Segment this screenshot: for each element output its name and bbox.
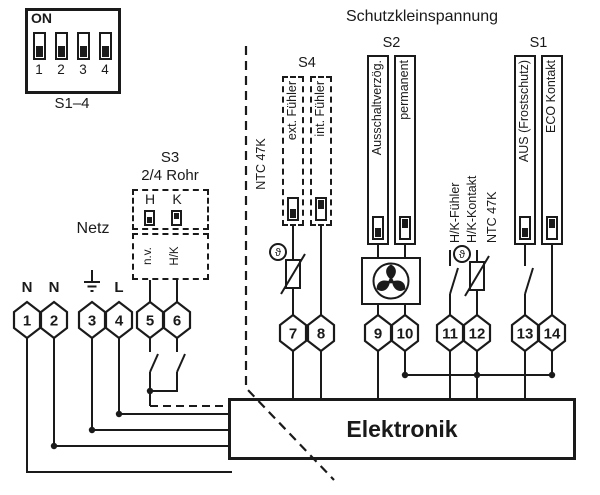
s3-k-label: K [172, 191, 182, 207]
junction-dots [50, 371, 556, 450]
dip-number-2: 2 [57, 62, 65, 77]
terminal-number: 3 [88, 313, 96, 330]
s3-label: S3 [160, 149, 180, 166]
s2-label: S2 [382, 35, 401, 51]
s1-label: S1 [529, 35, 548, 51]
s1-eco-switch-icon [546, 216, 558, 240]
terminal-13: 13 [510, 313, 540, 353]
s4-option-ext-label: ext. Fühler [285, 81, 299, 141]
terminal-number: 6 [173, 313, 181, 330]
terminal-11: 11 [435, 313, 465, 353]
s3-h-switch-icon [144, 210, 155, 226]
terminal-number: 9 [374, 326, 382, 343]
theta-symbol: ϑ [275, 247, 281, 259]
s1-aus-switch-icon [519, 216, 531, 240]
s4-option-int-label: int. Fühler [313, 81, 327, 137]
mains-wires [26, 338, 232, 473]
ntc-47k-label: NTC 47K [485, 191, 499, 243]
terminal-14: 14 [537, 313, 567, 353]
theta-symbol: ϑ [459, 249, 465, 261]
terminal-number: 8 [317, 326, 325, 343]
terminal-8: 8 [306, 313, 336, 353]
s1-option-eco-label: ECO Kontakt [544, 60, 558, 133]
dip-switch-2 [55, 32, 68, 60]
hk-fuehler-label: H/K-Fühler [448, 182, 462, 243]
terminal-5: 5 [135, 300, 165, 340]
dip-on-label: ON [31, 10, 52, 26]
dip-switch-3 [77, 32, 90, 60]
s3-nv-label: n.v. [142, 247, 154, 265]
s3-hk-label: H/K [169, 246, 181, 266]
s3-h-label: H [144, 191, 156, 207]
elektronik-label: Elektronik [346, 415, 458, 442]
s3-k-switch-icon [171, 210, 182, 226]
dip-number-1: 1 [35, 62, 43, 77]
terminal-10: 10 [390, 313, 420, 353]
s4-int-switch-icon [315, 197, 327, 221]
elektronik-box: Elektronik [228, 398, 576, 460]
terminal-7: 7 [278, 313, 308, 353]
terminal-number: 11 [442, 326, 458, 343]
ntc-sensor-t7-icon: ϑ [269, 243, 306, 295]
schutzkleinspannung-heading: Schutzkleinspannung [345, 8, 499, 25]
s2-option-delay-label: Ausschaltverzög. [370, 60, 384, 156]
terminal-number: 12 [469, 326, 486, 343]
terminal-1: 1 [12, 300, 42, 340]
low-voltage-wires [292, 226, 553, 398]
terminal-number: 4 [115, 313, 124, 330]
s3-option-box-nv-hk [132, 233, 209, 280]
s1-option-box-aus [514, 55, 536, 245]
s2-option-box-delay [367, 55, 389, 245]
terminal-number: 7 [289, 326, 297, 343]
mains-label-n2: N [49, 279, 60, 296]
netz-label: Netz [76, 220, 110, 237]
s4-ntc-side-label: NTC 47K [254, 138, 268, 190]
fan-icon [361, 257, 421, 305]
s4-label: S4 [298, 55, 316, 71]
terminal-3: 3 [77, 300, 107, 340]
s1-option-box-eco [541, 55, 563, 245]
terminal-number: 5 [146, 313, 154, 330]
valve-switch-wires [149, 280, 228, 407]
s4-ext-switch-icon [287, 197, 299, 221]
terminal-number: 14 [544, 326, 561, 343]
hk-kontakt-label: H/K-Kontakt [465, 175, 479, 243]
dip-switch-4 [99, 32, 112, 60]
s2-option-permanent-label: permanent [397, 60, 411, 120]
dip-number-3: 3 [79, 62, 87, 77]
s2-delay-switch-icon [372, 216, 384, 240]
terminal-number: 2 [50, 313, 58, 330]
ntc-sensor-t12-icon: ϑ [453, 245, 490, 297]
terminal-number: 1 [23, 313, 31, 330]
terminal-9: 9 [363, 313, 393, 353]
s3-sublabel: 2/4 Rohr [141, 167, 199, 184]
terminal-number: 13 [517, 326, 534, 343]
s1-option-aus-label: AUS (Frostschutz) [517, 60, 531, 163]
s2-option-box-permanent [394, 55, 416, 245]
terminal-4: 4 [104, 300, 134, 340]
terminal-2: 2 [39, 300, 69, 340]
terminal-number: 10 [397, 326, 414, 343]
dip-caption: S1–4 [54, 95, 90, 112]
dip-number-4: 4 [101, 62, 109, 77]
s2-permanent-switch-icon [399, 216, 411, 240]
earth-symbol-icon [84, 270, 100, 292]
s3-option-box-hk [132, 189, 209, 230]
terminal-12: 12 [462, 313, 492, 353]
terminal-6: 6 [162, 300, 192, 340]
mains-label-l: L [114, 279, 123, 296]
dip-switch-1 [33, 32, 46, 60]
mains-label-n1: N [22, 279, 33, 296]
